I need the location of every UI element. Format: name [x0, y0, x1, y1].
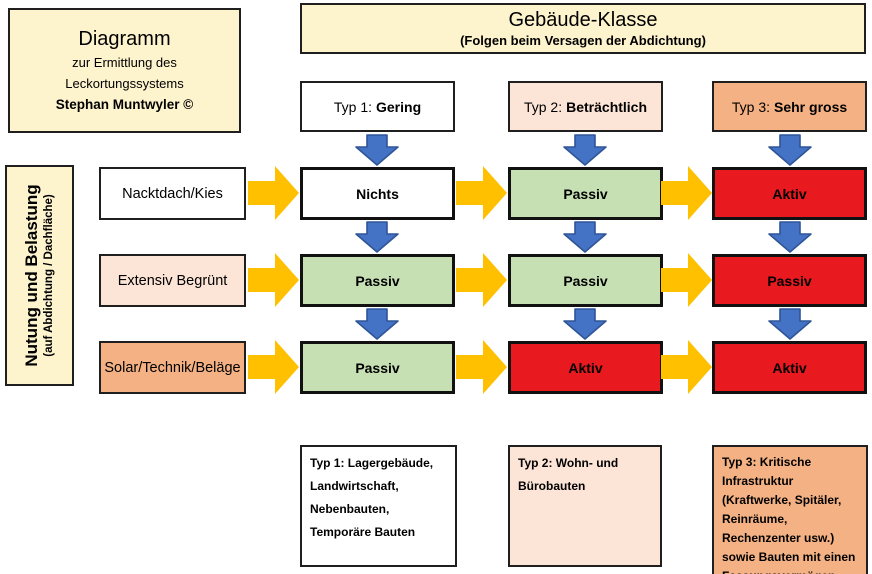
- column-header-typ3: Typ 3: Sehr gross: [712, 81, 867, 132]
- matrix-cell-r2c3: Passiv: [712, 254, 867, 307]
- footnote-text: Typ 2: Wohn- und Bürobauten: [518, 456, 619, 493]
- column-header-typ1: Typ 1: Gering: [300, 81, 455, 132]
- arrow-down-icon: [768, 134, 812, 166]
- row-label-text: Nacktdach/Kies: [122, 185, 223, 202]
- column-header-prefix: Typ 2:: [523, 98, 563, 115]
- column-header-prefix: Typ 1:: [333, 98, 372, 115]
- arrow-down-icon: [355, 221, 399, 253]
- matrix-cell-r1c3: Aktiv: [712, 167, 867, 220]
- row-label-text: Extensiv Begrünt: [117, 272, 228, 289]
- row-label-text: Solar/Technik/Beläge: [104, 359, 241, 376]
- arrow-down-icon: [563, 221, 607, 253]
- arrow-right-icon: [456, 253, 507, 307]
- arrow-right-icon: [456, 340, 507, 394]
- cell-text: Aktiv: [568, 359, 603, 376]
- column-header-name: Sehr gross: [774, 98, 848, 115]
- column-header-typ2: Typ 2: Beträchtlich: [508, 81, 663, 132]
- axis-label-box: Nutung und Belastung (auf Abdichtung / D…: [5, 165, 74, 386]
- footnote-typ2: Typ 2: Wohn- und Bürobauten: [508, 445, 662, 567]
- column-header-prefix: Typ 3:: [731, 98, 770, 115]
- header-box: Gebäude-Klasse (Folgen beim Versagen der…: [300, 3, 866, 54]
- column-header-name: Beträchtlich: [566, 98, 648, 115]
- arrow-right-icon: [661, 253, 712, 307]
- matrix-cell-r2c2: Passiv: [508, 254, 663, 307]
- arrow-right-icon: [248, 253, 299, 307]
- info-subtitle-line1: zur Ermittlung des: [72, 55, 177, 70]
- footnote-text: Typ 1: Lagergebäude, Landwirtschaft, Neb…: [310, 456, 434, 539]
- arrow-down-icon: [768, 221, 812, 253]
- matrix-cell-r3c3: Aktiv: [712, 341, 867, 394]
- arrow-down-icon: [563, 308, 607, 340]
- matrix-cell-r1c1: Nichts: [300, 167, 455, 220]
- matrix-cell-r3c2: Aktiv: [508, 341, 663, 394]
- cell-text: Passiv: [563, 272, 608, 289]
- arrow-right-icon: [661, 166, 712, 220]
- axis-label-subtitle: (auf Abdichtung / Dachfläche): [43, 194, 55, 357]
- row-label-extensiv: Extensiv Begrünt: [99, 254, 246, 307]
- arrow-down-icon: [563, 134, 607, 166]
- info-author: Stephan Muntwyler ©: [55, 97, 194, 112]
- info-title: Diagramm: [78, 28, 171, 50]
- axis-label-title: Nutung und Belastung: [22, 184, 41, 367]
- cell-text: Passiv: [767, 272, 812, 289]
- arrow-right-icon: [248, 340, 299, 394]
- cell-text: Passiv: [355, 359, 400, 376]
- page-title: Gebäude-Klasse: [508, 9, 658, 31]
- cell-text: Passiv: [563, 185, 608, 202]
- info-box: Diagramm zur Ermittlung des Leckortungss…: [8, 8, 241, 133]
- cell-text: Aktiv: [772, 359, 807, 376]
- matrix-cell-r1c2: Passiv: [508, 167, 663, 220]
- footnote-typ1: Typ 1: Lagergebäude, Landwirtschaft, Neb…: [300, 445, 457, 567]
- matrix-cell-r3c1: Passiv: [300, 341, 455, 394]
- arrow-right-icon: [661, 340, 712, 394]
- arrow-right-icon: [248, 166, 299, 220]
- page-subtitle: (Folgen beim Versagen der Abdichtung): [460, 33, 706, 48]
- footnote-typ3: Typ 3: Kritische Infrastruktur (Kraftwer…: [712, 445, 868, 574]
- column-header-name: Gering: [376, 98, 422, 115]
- arrow-down-icon: [355, 134, 399, 166]
- cell-text: Aktiv: [772, 185, 807, 202]
- cell-text: Passiv: [355, 272, 400, 289]
- arrow-down-icon: [355, 308, 399, 340]
- arrow-down-icon: [768, 308, 812, 340]
- arrow-right-icon: [456, 166, 507, 220]
- info-subtitle-line2: Leckortungssystems: [65, 76, 184, 91]
- cell-text: Nichts: [356, 185, 399, 202]
- row-label-solar: Solar/Technik/Beläge: [99, 341, 246, 394]
- row-label-nacktdach: Nacktdach/Kies: [99, 167, 246, 220]
- matrix-cell-r2c1: Passiv: [300, 254, 455, 307]
- footnote-text: Typ 3: Kritische Infrastruktur (Kraftwer…: [722, 455, 856, 574]
